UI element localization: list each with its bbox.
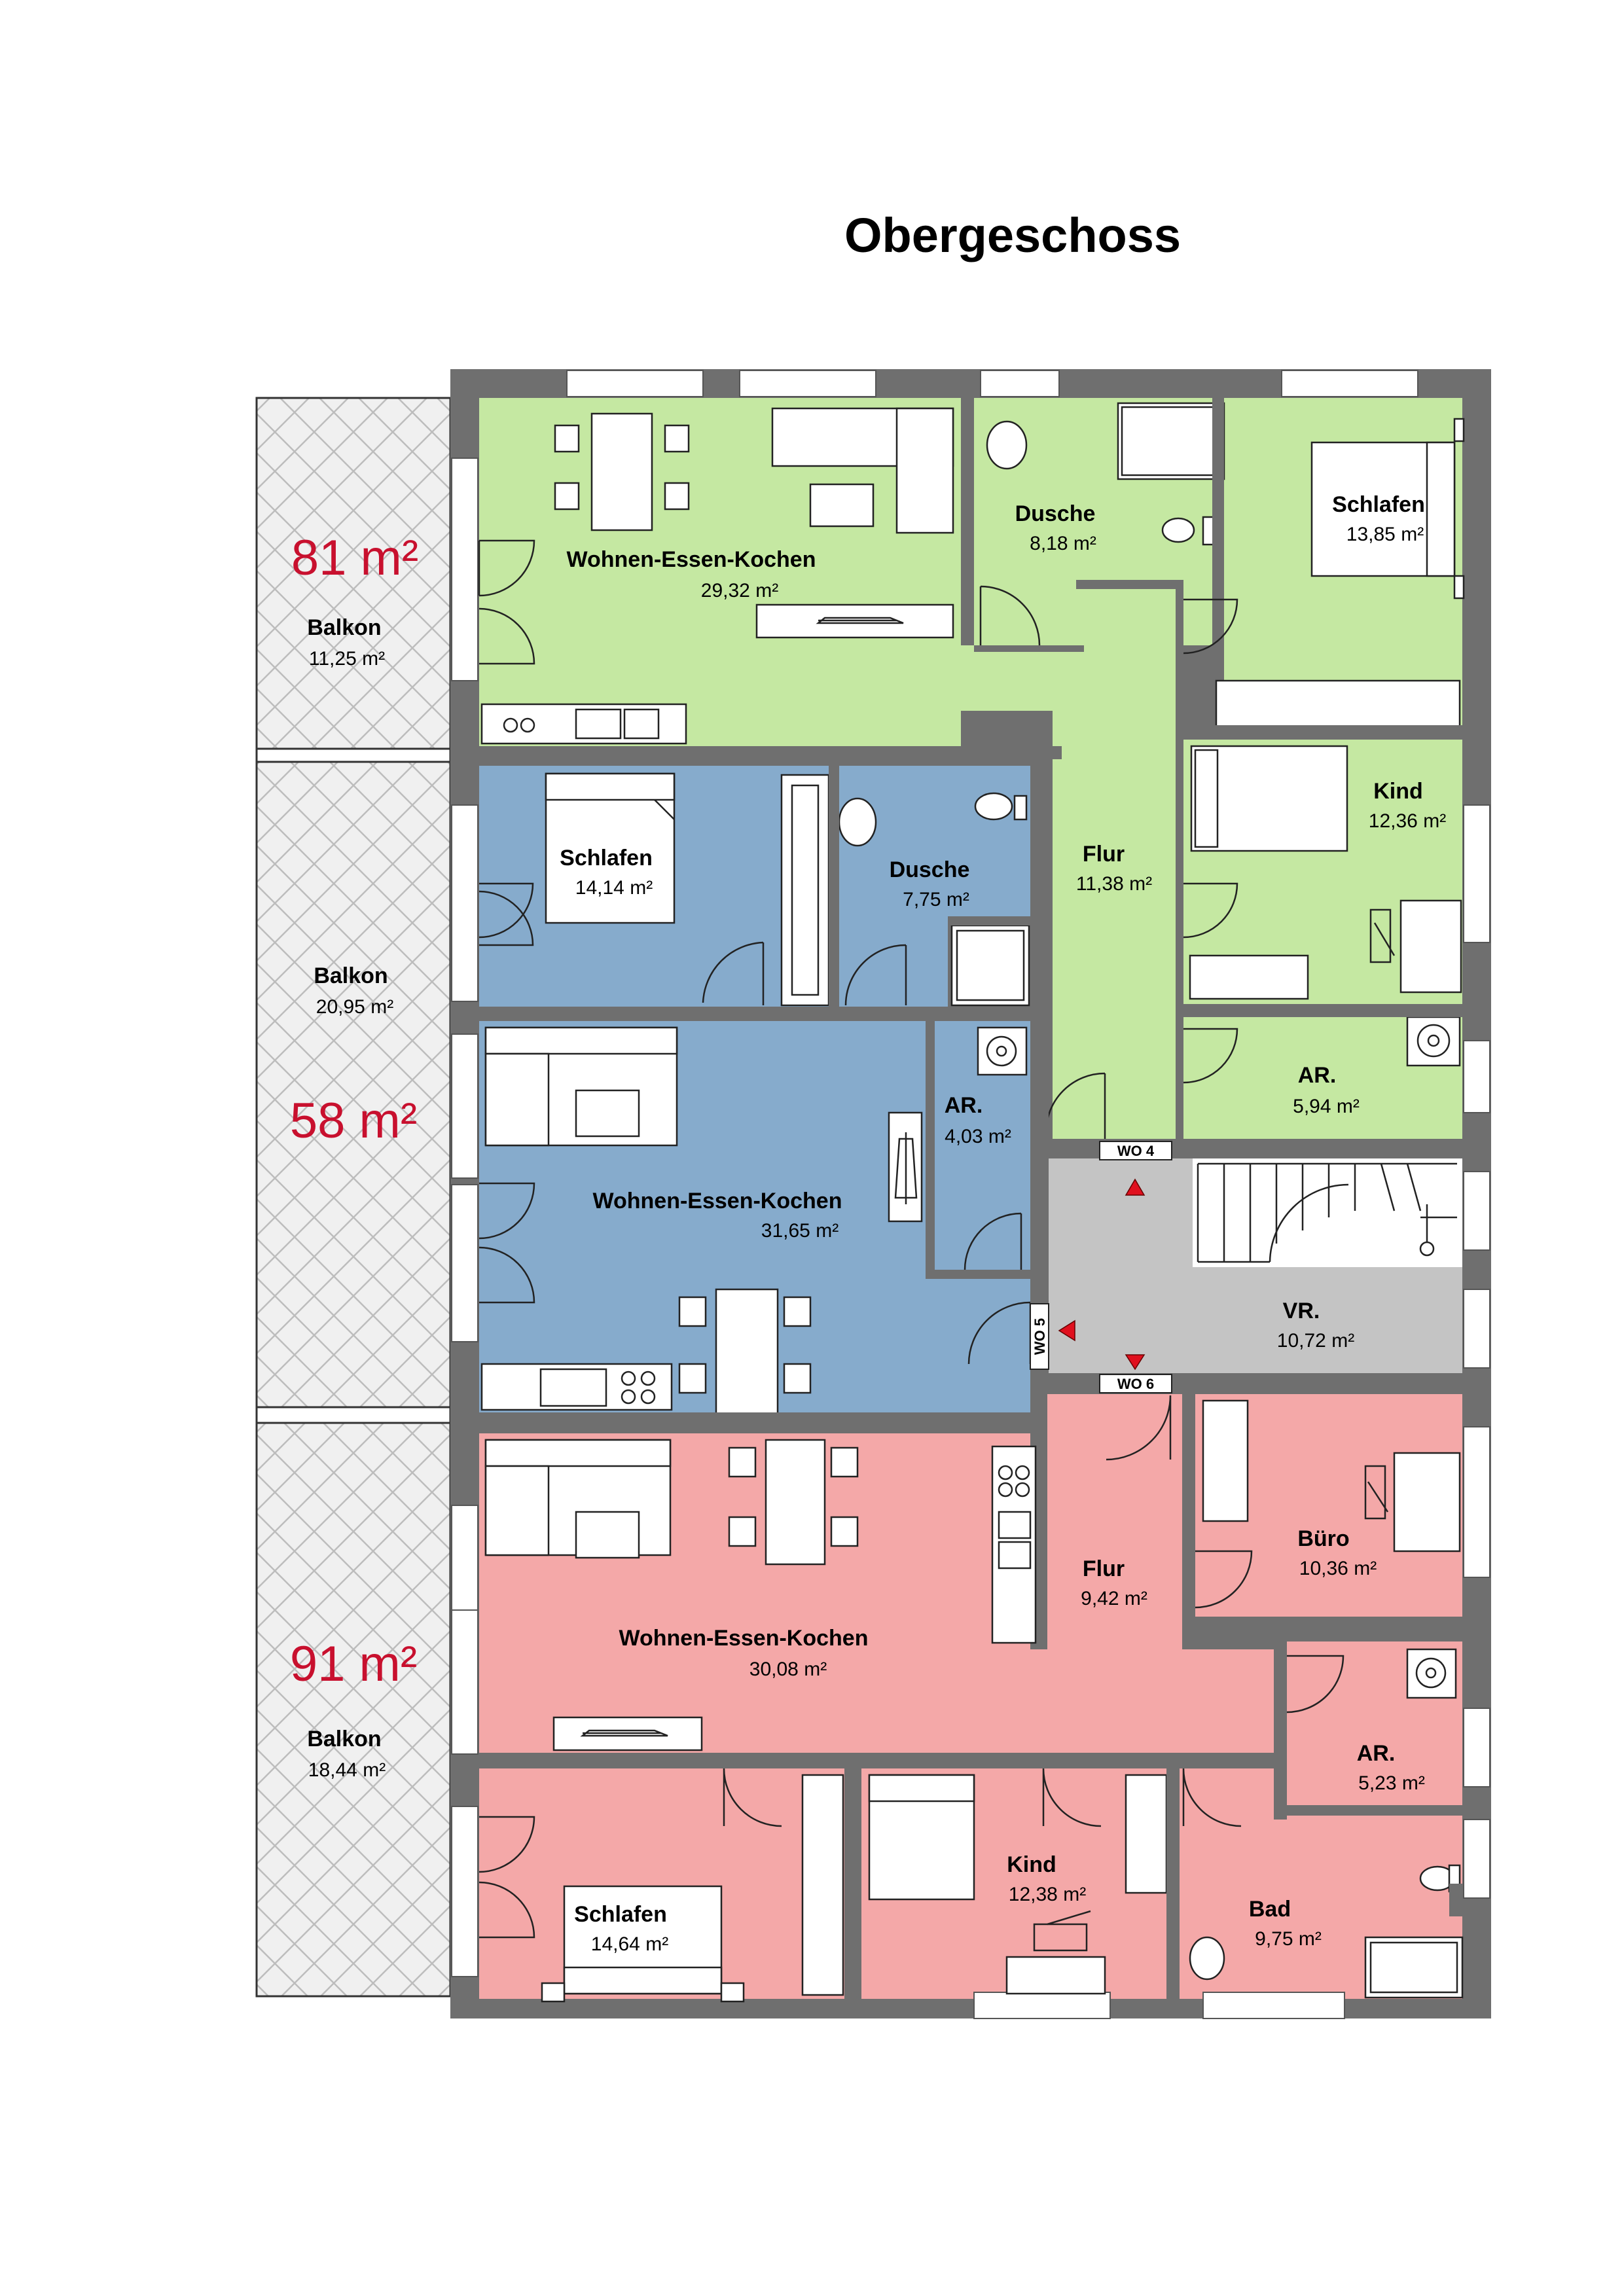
- room-name: Kind: [1373, 779, 1423, 804]
- unit-area-labels: 81 m² 58 m² 91 m²: [290, 530, 418, 1692]
- room-area: 29,32 m²: [701, 580, 778, 601]
- room-name: Schlafen: [574, 1902, 667, 1927]
- furniture-green: [480, 402, 1465, 1067]
- room-labels: Wohnen-Essen-Kochen 29,32 m² Dusche 8,18…: [307, 492, 1446, 1955]
- staircase: [1197, 1162, 1457, 1263]
- room-area: 4,03 m²: [945, 1126, 1011, 1147]
- balkon-top: [255, 397, 452, 750]
- room-area: 11,25 m²: [309, 648, 385, 670]
- room-area: 13,85 m²: [1346, 524, 1424, 545]
- furniture-blue: [480, 772, 1030, 1415]
- room-area: 10,72 m²: [1277, 1330, 1354, 1352]
- room-area: 7,75 m²: [903, 889, 969, 910]
- room-name: Schlafen: [1332, 492, 1425, 517]
- room-area: 8,18 m²: [1030, 533, 1096, 554]
- room-name: Dusche: [1015, 501, 1096, 526]
- room-name: VR.: [1283, 1299, 1320, 1323]
- room-name: Dusche: [890, 857, 970, 882]
- windows: [451, 370, 1490, 2019]
- room-area: 20,95 m²: [316, 996, 393, 1018]
- room-name: Kind: [1007, 1852, 1056, 1877]
- room-name: Flur: [1083, 1556, 1125, 1581]
- room-name: Wohnen-Essen-Kochen: [593, 1189, 842, 1213]
- room-name: Balkon: [307, 615, 381, 640]
- room-area: 5,94 m²: [1293, 1096, 1360, 1117]
- room-name: Balkon: [314, 963, 388, 988]
- entrance-wo6-label: WO 6: [1117, 1376, 1154, 1392]
- room-area: 14,14 m²: [575, 877, 653, 899]
- stair-hall: [1047, 1158, 1462, 1373]
- room-area: 30,08 m²: [749, 1659, 827, 1680]
- room-area: 18,44 m²: [308, 1759, 386, 1781]
- room-area: 12,36 m²: [1369, 810, 1446, 832]
- balkon-bottom: [255, 1422, 452, 1998]
- entrance-wo6-arrow: [1125, 1354, 1146, 1371]
- entrances: WO 4 WO 5 WO 6: [1030, 1141, 1172, 1393]
- unit-wo4-area: 81 m²: [291, 530, 418, 586]
- room-name: AR.: [945, 1093, 983, 1118]
- room-area: 9,75 m²: [1255, 1928, 1322, 1950]
- entrance-wo4-arrow: [1125, 1178, 1146, 1196]
- room-area: 11,38 m²: [1076, 873, 1152, 895]
- entrance-wo5-label: WO 5: [1032, 1318, 1048, 1355]
- room-name: AR.: [1357, 1741, 1396, 1766]
- unit-wo5-area: 58 m²: [290, 1093, 417, 1149]
- room-name: Schlafen: [560, 846, 653, 870]
- room-name: Wohnen-Essen-Kochen: [619, 1626, 869, 1651]
- balconies: [255, 397, 452, 1998]
- room-area: 9,42 m²: [1081, 1588, 1147, 1609]
- room-name: Balkon: [307, 1727, 381, 1751]
- page-title: Obergeschoss: [844, 208, 1181, 262]
- room-name: Bad: [1249, 1897, 1291, 1922]
- unit-wo6-area: 91 m²: [290, 1636, 417, 1692]
- entrance-wo4-label: WO 4: [1117, 1143, 1155, 1159]
- room-name: AR.: [1298, 1063, 1337, 1088]
- room-name: Wohnen-Essen-Kochen: [567, 547, 816, 572]
- entrance-wo5-arrow: [1058, 1319, 1075, 1342]
- room-area: 5,23 m²: [1358, 1772, 1425, 1794]
- room-area: 14,64 m²: [591, 1933, 668, 1955]
- furniture-red: [484, 1399, 1464, 2003]
- room-name: Flur: [1083, 842, 1125, 867]
- room-area: 12,38 m²: [1009, 1884, 1086, 1905]
- room-name: Büro: [1297, 1526, 1349, 1551]
- room-area: 31,65 m²: [761, 1220, 839, 1242]
- room-area: 10,36 m²: [1299, 1558, 1377, 1579]
- balkon-middle: [255, 761, 452, 1408]
